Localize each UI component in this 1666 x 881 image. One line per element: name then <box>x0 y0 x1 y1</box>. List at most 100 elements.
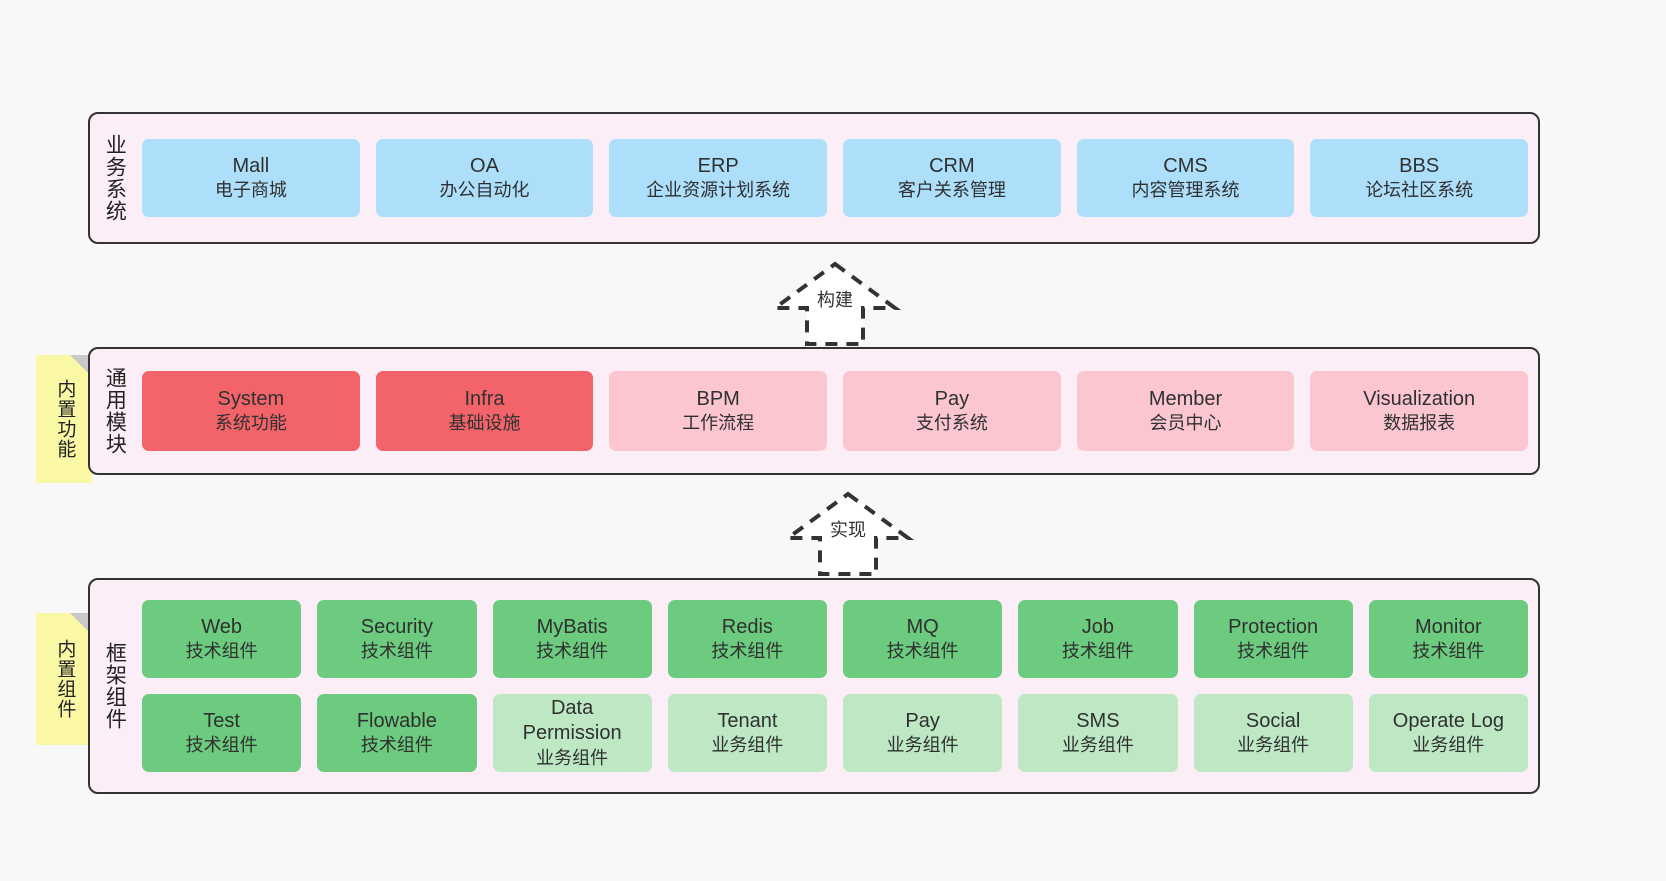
card-flowable[interactable]: Flowable 技术组件 <box>317 694 477 772</box>
card-oa-desc: 办公自动化 <box>439 180 530 201</box>
card-protection[interactable]: Protection 技术组件 <box>1193 600 1353 678</box>
card-redis[interactable]: Redis 技术组件 <box>667 600 827 678</box>
card-job-desc: 技术组件 <box>1061 641 1134 662</box>
card-security-desc: 技术组件 <box>360 641 433 662</box>
layer-business-system-title: 业务系统 <box>103 134 127 222</box>
card-monitor-name: Monitor <box>1415 615 1482 638</box>
card-mall[interactable]: Mall 电子商城 <box>142 139 360 217</box>
card-redis-name: Redis <box>721 615 773 638</box>
note-builtin-components-label: 内置组件 <box>54 639 76 719</box>
card-bpm[interactable]: BPM 工作流程 <box>609 371 828 451</box>
card-visualization-name: Visualization <box>1363 387 1476 410</box>
modules-card-row: System 系统功能 Infra 基础设施 BPM 工作流程 Pay 支付系统… <box>142 371 1529 451</box>
card-system[interactable]: System 系统功能 <box>142 371 360 451</box>
card-flowable-name: Flowable <box>356 709 437 732</box>
card-member-desc: 会员中心 <box>1149 413 1222 434</box>
card-mq-desc: 技术组件 <box>886 641 959 662</box>
card-protection-desc: 技术组件 <box>1237 641 1310 662</box>
card-oa[interactable]: OA 办公自动化 <box>375 139 594 217</box>
card-mall-desc: 电子商城 <box>214 180 287 201</box>
card-pay-module[interactable]: Pay 支付系统 <box>843 371 1061 451</box>
card-test[interactable]: Test 技术组件 <box>142 694 302 772</box>
card-member-name: Member <box>1148 387 1223 410</box>
card-test-desc: 技术组件 <box>185 735 258 756</box>
card-infra[interactable]: Infra 基础设施 <box>375 371 594 451</box>
card-data-permission-desc: 业务组件 <box>536 748 609 769</box>
card-web[interactable]: Web 技术组件 <box>142 600 302 678</box>
connector-implement-label: 实现 <box>830 520 866 540</box>
card-crm-name: CRM <box>929 154 975 177</box>
card-pay-component-name: Pay <box>905 709 940 732</box>
layer-framework-components: 框架组件 Web 技术组件 Security 技术组件 MyBatis 技术组件… <box>88 578 1540 794</box>
card-erp[interactable]: ERP 企业资源计划系统 <box>609 139 828 217</box>
card-system-desc: 系统功能 <box>214 413 287 434</box>
card-erp-name: ERP <box>697 154 739 177</box>
note-builtin-functions-label: 内置功能 <box>54 379 76 459</box>
card-bbs-name: BBS <box>1399 154 1440 177</box>
card-social-desc: 业务组件 <box>1237 735 1310 756</box>
card-sms-name: SMS <box>1076 709 1120 732</box>
card-bbs-desc: 论坛社区系统 <box>1365 180 1474 201</box>
card-test-name: Test <box>203 709 240 732</box>
card-operate-log[interactable]: Operate Log 业务组件 <box>1368 694 1528 772</box>
layer-business-system: 业务系统 Mall 电子商城 OA 办公自动化 ERP 企业资源计划系统 CRM… <box>88 112 1540 244</box>
card-bpm-desc: 工作流程 <box>682 413 755 434</box>
note-builtin-components: 内置组件 <box>36 613 92 745</box>
card-crm[interactable]: CRM 客户关系管理 <box>843 139 1061 217</box>
layer-business-system-body: Mall 电子商城 OA 办公自动化 ERP 企业资源计划系统 CRM 客户关系… <box>138 114 1538 242</box>
card-system-name: System <box>217 387 285 410</box>
card-sms[interactable]: SMS 业务组件 <box>1018 694 1178 772</box>
build-arrow-shape <box>768 261 902 346</box>
card-member[interactable]: Member 会员中心 <box>1076 371 1295 451</box>
card-tenant-desc: 业务组件 <box>711 735 784 756</box>
card-web-name: Web <box>201 615 242 638</box>
card-redis-desc: 技术组件 <box>711 641 784 662</box>
card-bpm-name: BPM <box>696 387 740 410</box>
layer-common-modules-body: System 系统功能 Infra 基础设施 BPM 工作流程 Pay 支付系统… <box>138 349 1538 473</box>
layer-framework-components-body: Web 技术组件 Security 技术组件 MyBatis 技术组件 Redi… <box>138 580 1538 792</box>
connector-implement: 实现 <box>758 488 938 580</box>
card-mybatis-desc: 技术组件 <box>536 641 609 662</box>
card-pay-component-desc: 业务组件 <box>886 735 959 756</box>
card-cms-name: CMS <box>1163 154 1208 177</box>
card-protection-name: Protection <box>1228 615 1319 638</box>
card-monitor[interactable]: Monitor 技术组件 <box>1368 600 1528 678</box>
card-data-permission[interactable]: Data Permission 业务组件 <box>492 694 652 772</box>
card-mall-name: Mall <box>232 154 270 177</box>
card-mybatis[interactable]: MyBatis 技术组件 <box>492 600 652 678</box>
card-mq[interactable]: MQ 技术组件 <box>843 600 1003 678</box>
framework-card-row-1: Web 技术组件 Security 技术组件 MyBatis 技术组件 Redi… <box>142 600 1528 678</box>
card-mq-name: MQ <box>906 615 939 638</box>
card-operate-log-name: Operate Log <box>1392 709 1504 732</box>
card-job[interactable]: Job 技术组件 <box>1018 600 1178 678</box>
card-pay-module-name: Pay <box>934 387 970 410</box>
card-visualization[interactable]: Visualization 数据报表 <box>1310 371 1529 451</box>
card-sms-desc: 业务组件 <box>1061 735 1134 756</box>
card-security-name: Security <box>360 615 433 638</box>
business-card-row: Mall 电子商城 OA 办公自动化 ERP 企业资源计划系统 CRM 客户关系… <box>142 139 1529 217</box>
card-pay-component[interactable]: Pay 业务组件 <box>843 694 1003 772</box>
card-bbs[interactable]: BBS 论坛社区系统 <box>1310 139 1529 217</box>
card-crm-desc: 客户关系管理 <box>897 180 1006 201</box>
card-oa-name: OA <box>470 154 499 177</box>
implement-arrow-shape <box>781 491 915 576</box>
connector-build-label: 构建 <box>817 290 853 310</box>
card-visualization-desc: 数据报表 <box>1383 413 1456 434</box>
card-infra-name: Infra <box>464 387 505 410</box>
card-cms-desc: 内容管理系统 <box>1131 180 1240 201</box>
card-monitor-desc: 技术组件 <box>1412 641 1485 662</box>
framework-card-row-2: Test 技术组件 Flowable 技术组件 Data Permission … <box>142 694 1528 772</box>
card-social[interactable]: Social 业务组件 <box>1193 694 1353 772</box>
card-pay-module-desc: 支付系统 <box>915 413 988 434</box>
layer-common-modules: 通用模块 System 系统功能 Infra 基础设施 BPM 工作流程 Pay… <box>88 347 1540 475</box>
card-job-name: Job <box>1081 615 1114 638</box>
layer-framework-components-title: 框架组件 <box>103 642 127 730</box>
card-tenant[interactable]: Tenant 业务组件 <box>667 694 827 772</box>
card-security[interactable]: Security 技术组件 <box>317 600 477 678</box>
card-tenant-name: Tenant <box>717 709 778 732</box>
card-web-desc: 技术组件 <box>185 641 258 662</box>
card-cms[interactable]: CMS 内容管理系统 <box>1076 139 1295 217</box>
card-operate-log-desc: 业务组件 <box>1412 735 1485 756</box>
card-erp-desc: 企业资源计划系统 <box>646 180 791 201</box>
